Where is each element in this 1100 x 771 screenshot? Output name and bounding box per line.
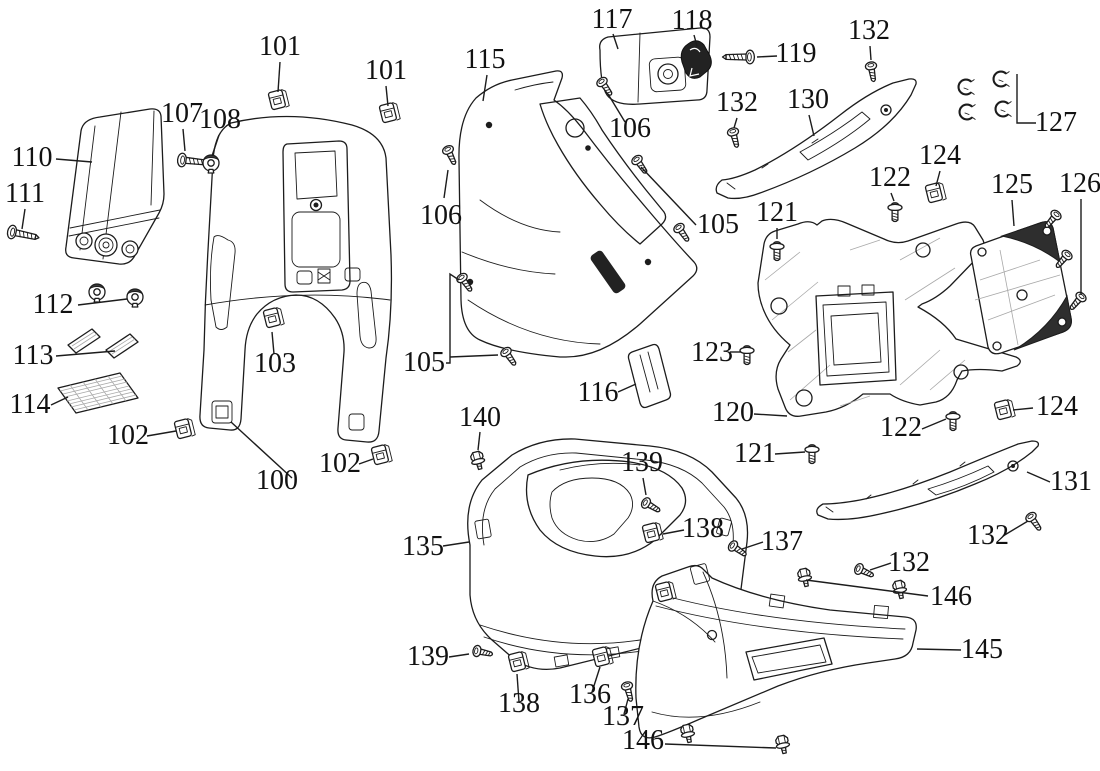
callout-119: 119 (776, 38, 817, 69)
callout-139: 139 (621, 447, 663, 478)
callout-103: 103 (254, 348, 296, 379)
callout-140: 140 (459, 402, 501, 433)
part-130-trim-strip-drawing (715, 78, 917, 200)
callout-102: 102 (319, 448, 361, 479)
part-117-bracket-drawing (599, 27, 711, 105)
callout-126: 126 (1059, 168, 1100, 199)
part-114-grille-drawing (57, 372, 139, 414)
callout-137: 137 (602, 701, 644, 732)
callout-114: 114 (10, 389, 51, 420)
callout-112: 112 (33, 289, 74, 320)
part-112-grommets-drawing (88, 283, 144, 308)
callout-132: 132 (967, 520, 1009, 551)
part-145-under-cover-drawing (635, 563, 917, 739)
part-118-hook-clip-drawing (680, 40, 712, 79)
callout-113: 113 (13, 340, 54, 371)
callout-132: 132 (848, 15, 890, 46)
leader-lines (21, 33, 1082, 749)
callout-135: 135 (402, 531, 444, 562)
callout-122: 122 (880, 412, 922, 443)
callout-121: 121 (756, 197, 798, 228)
part-120-floor-panel-drawing (757, 218, 1021, 417)
callout-118: 118 (672, 5, 713, 36)
part-127-ring-clips-drawing (957, 70, 1013, 121)
callout-121: 121 (734, 438, 776, 469)
part-116-rubber-strip-drawing (627, 343, 672, 409)
part-110-front-mask-drawing (65, 108, 165, 265)
callout-111: 111 (5, 178, 45, 209)
callout-106: 106 (609, 113, 651, 144)
callout-132: 132 (888, 547, 930, 578)
callout-102: 102 (107, 420, 149, 451)
callout-146: 146 (930, 581, 972, 612)
callout-138: 138 (682, 513, 724, 544)
callout-124: 124 (1036, 391, 1078, 422)
part-131-trim-strip-drawing (816, 440, 1040, 521)
callout-107: 107 (161, 98, 203, 129)
part-115-center-panel-drawing (458, 70, 698, 358)
callout-137: 137 (761, 526, 803, 557)
callout-146: 146 (622, 725, 664, 756)
callout-106: 106 (420, 200, 462, 231)
callout-105: 105 (697, 209, 739, 240)
callout-145: 145 (961, 634, 1003, 665)
callout-132: 132 (716, 87, 758, 118)
callout-105: 105 (403, 347, 445, 378)
callout-115: 115 (465, 44, 506, 75)
callout-123: 123 (691, 337, 733, 368)
callout-116: 116 (578, 377, 619, 408)
callout-124: 124 (919, 140, 961, 171)
callout-125: 125 (991, 169, 1033, 200)
callout-131: 131 (1050, 466, 1092, 497)
callout-100: 100 (256, 465, 298, 496)
callout-122: 122 (869, 162, 911, 193)
callout-136: 136 (569, 679, 611, 710)
callout-130: 130 (787, 84, 829, 115)
callout-101: 101 (259, 31, 301, 62)
callout-110: 110 (12, 142, 53, 173)
callout-120: 120 (712, 397, 754, 428)
callout-labels: 117 118 101 132 119 101 115 107 108 132 … (5, 4, 1100, 756)
callout-139: 139 (407, 641, 449, 672)
part-125-cover-drawing (969, 221, 1072, 355)
callout-138: 138 (498, 688, 540, 719)
part-100-leg-shield-drawing (199, 115, 393, 443)
callout-117: 117 (592, 4, 633, 35)
callout-101: 101 (365, 55, 407, 86)
callout-108: 108 (199, 104, 241, 135)
callout-127: 127 (1035, 107, 1077, 138)
part-113-reflectors-drawing (67, 328, 139, 359)
